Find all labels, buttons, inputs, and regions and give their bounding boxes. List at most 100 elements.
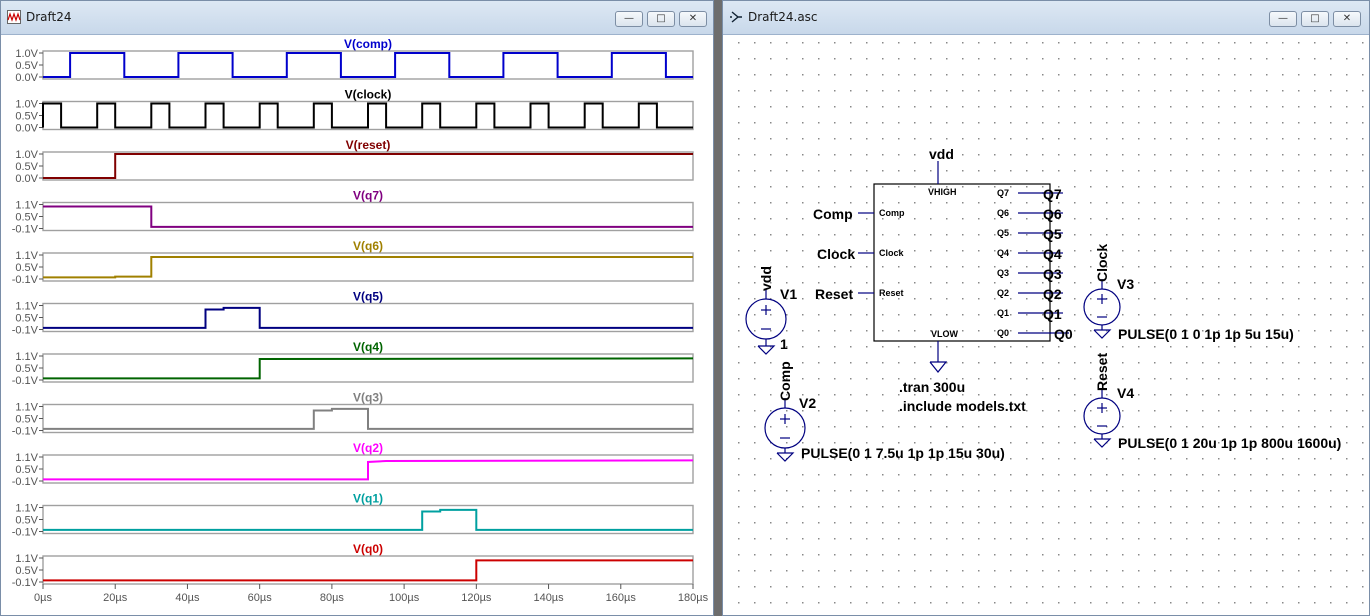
schematic-window-title: Draft24.asc (748, 10, 818, 24)
pin-q2: Q2 (997, 288, 1009, 298)
trace-title: V(q7) (353, 189, 383, 203)
pin-q1: Q1 (997, 308, 1009, 318)
maximize-button[interactable]: □ (647, 11, 675, 27)
pin-clock: Clock (879, 248, 905, 258)
y-tick-label: 1.1V (15, 351, 38, 363)
source-v2-net[interactable]: Comp (777, 361, 793, 401)
net-label-q0[interactable]: Q0 (1054, 326, 1073, 342)
source-v2-value[interactable]: PULSE(0 1 7.5u 1p 1p 15u 30u) (801, 445, 1005, 461)
maximize-icon: □ (656, 13, 666, 24)
trace-line-vq2 (43, 459, 694, 481)
close-button[interactable]: ✕ (1333, 11, 1361, 27)
source-v3-net[interactable]: Clock (1094, 244, 1110, 282)
y-tick-label: 0.5V (15, 212, 38, 224)
maximize-icon: □ (1310, 13, 1320, 24)
y-tick-label: 1.1V (15, 301, 38, 313)
spice-directive-include[interactable]: .include models.txt (899, 398, 1026, 414)
x-tick-label: 140µs (533, 592, 564, 604)
source-v2-name[interactable]: V2 (799, 395, 816, 411)
source-v1-name[interactable]: V1 (780, 286, 797, 302)
net-label-q1[interactable]: Q1 (1043, 306, 1062, 322)
close-button[interactable]: ✕ (679, 11, 707, 27)
y-tick-label: 0.0V (15, 123, 38, 135)
y-tick-label: 0.5V (15, 565, 38, 577)
y-tick-label: 0.5V (15, 414, 38, 426)
trace-line-vclock (42, 102, 693, 129)
pin-comp: Comp (879, 208, 905, 218)
y-tick-label: 0.5V (15, 464, 38, 476)
x-tick-label: 160µs (606, 592, 637, 604)
source-v3-value[interactable]: PULSE(0 1 0 1p 1p 5u 15u) (1118, 326, 1294, 342)
net-label-q5[interactable]: Q5 (1043, 226, 1062, 242)
schematic-window: Draft24.asc — □ ✕ VHIGH VLOW Comp Clock … (722, 0, 1370, 616)
waveform-plot[interactable]: V(comp)1.0V0.5V0.0VV(clock)1.0V0.5V0.0VV… (1, 35, 713, 615)
spice-directive-tran[interactable]: .tran 300u (899, 379, 965, 395)
y-tick-label: 1.1V (15, 200, 38, 212)
minimize-button[interactable]: — (615, 11, 643, 27)
y-tick-label: 0.5V (15, 313, 38, 325)
source-v4-net[interactable]: Reset (1094, 353, 1110, 391)
pin-q7: Q7 (997, 188, 1009, 198)
source-v4-name[interactable]: V4 (1117, 385, 1134, 401)
x-tick-label: 100µs (389, 592, 420, 604)
trace-title: V(q1) (353, 492, 383, 506)
source-v1-net[interactable]: vdd (758, 266, 774, 291)
trace-line-vq3 (43, 407, 693, 430)
net-label-q3[interactable]: Q3 (1043, 266, 1062, 282)
net-label-comp[interactable]: Comp (813, 206, 853, 222)
y-tick-label: 0.5V (15, 262, 38, 274)
pin-vlow: VLOW (931, 329, 959, 339)
waveform-window-title: Draft24 (26, 10, 72, 24)
x-tick-label: 20µs (103, 592, 128, 604)
schematic-titlebar[interactable]: Draft24.asc — □ ✕ (723, 1, 1369, 35)
y-tick-label: -0.1V (12, 577, 39, 589)
pin-q0: Q0 (997, 328, 1009, 338)
trace-title: V(q2) (353, 441, 383, 455)
waveform-titlebar[interactable]: Draft24 — □ ✕ (1, 1, 713, 35)
net-label-clock[interactable]: Clock (817, 246, 855, 262)
counter-block[interactable]: VHIGH VLOW Comp Clock Reset Q7 Q6 Q5 Q4 … (873, 183, 1051, 342)
y-tick-label: -0.1V (12, 224, 39, 236)
trace-title: V(q0) (353, 542, 383, 556)
trace-title: V(clock) (345, 88, 392, 102)
source-v4-value[interactable]: PULSE(0 1 20u 1p 1p 800u 1600u) (1118, 435, 1341, 451)
trace-line-vq7 (43, 205, 693, 228)
y-tick-label: 0.5V (15, 111, 38, 123)
pin-reset: Reset (879, 288, 904, 298)
trace-title: V(reset) (346, 138, 391, 152)
trace-line-vcomp (43, 52, 693, 78)
trace-title: V(comp) (344, 37, 392, 51)
y-tick-label: 0.5V (15, 515, 38, 527)
y-tick-label: 1.0V (15, 48, 38, 60)
x-tick-label: 60µs (248, 592, 273, 604)
source-v1-value[interactable]: 1 (780, 336, 788, 352)
y-tick-label: 1.0V (15, 149, 38, 161)
close-icon: ✕ (1342, 13, 1352, 24)
y-tick-label: 0.0V (15, 173, 38, 185)
waveform-icon (7, 10, 21, 24)
schematic-canvas[interactable]: VHIGH VLOW Comp Clock Reset Q7 Q6 Q5 Q4 … (731, 35, 1369, 615)
net-label-q2[interactable]: Q2 (1043, 286, 1062, 302)
x-tick-label: 180µs (678, 592, 709, 604)
x-tick-label: 80µs (320, 592, 345, 604)
source-v3-name[interactable]: V3 (1117, 276, 1134, 292)
trace-title: V(q3) (353, 391, 383, 405)
net-label-q4[interactable]: Q4 (1043, 246, 1062, 262)
maximize-button[interactable]: □ (1301, 11, 1329, 27)
minimize-button[interactable]: — (1269, 11, 1297, 27)
trace-line-vreset (43, 153, 693, 179)
trace-line-vq1 (43, 508, 693, 531)
y-tick-label: -0.1V (12, 527, 39, 539)
y-tick-label: -0.1V (12, 426, 39, 438)
net-label-q7[interactable]: Q7 (1043, 186, 1062, 202)
net-label-vdd[interactable]: vdd (929, 146, 954, 162)
source-signs (761, 294, 1107, 439)
y-tick-label: 1.1V (15, 503, 38, 515)
net-label-reset[interactable]: Reset (815, 286, 853, 302)
net-label-q6[interactable]: Q6 (1043, 206, 1062, 222)
trace-line-vq4 (43, 357, 694, 380)
x-tick-label: 0µs (34, 592, 52, 604)
y-tick-label: 1.1V (15, 553, 38, 565)
trace-line-vq0 (43, 559, 693, 582)
